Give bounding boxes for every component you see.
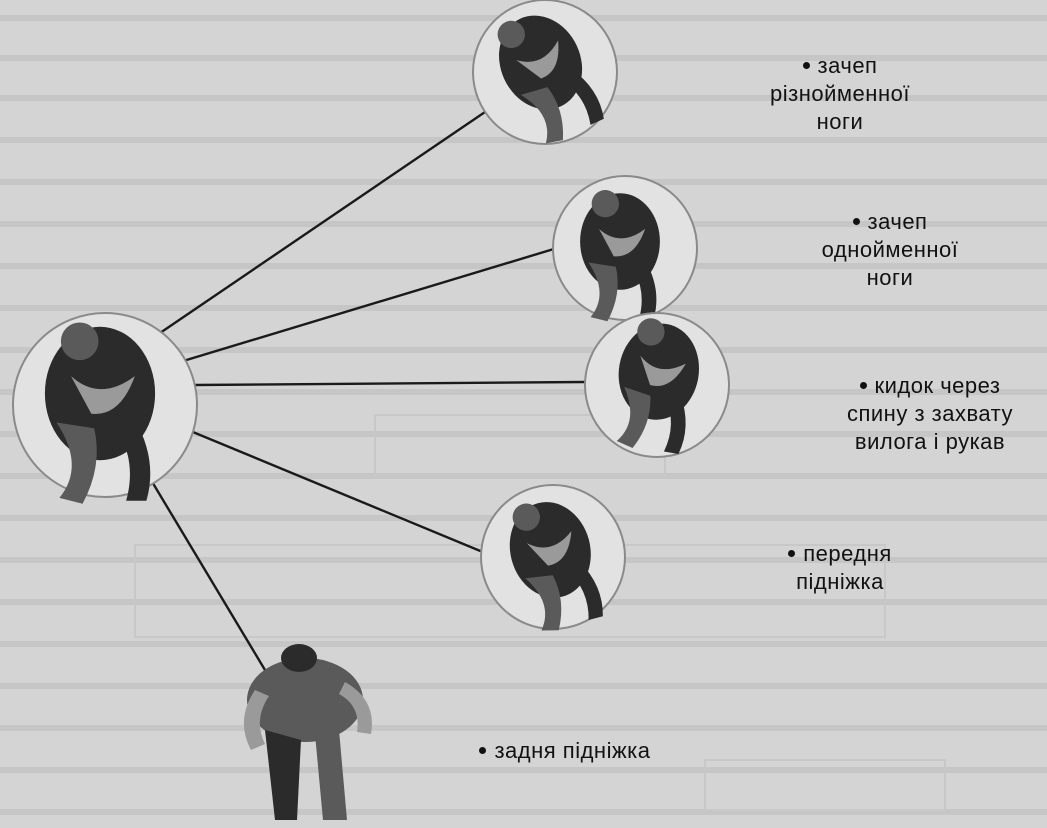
- bullet-icon: [803, 62, 810, 69]
- technique-label-4-text-1: передня: [803, 541, 892, 566]
- technique-label-2: зачеп однойменної ноги: [790, 208, 990, 292]
- technique-node-3: [585, 313, 729, 457]
- technique-label-5-text-1: задня підніжка: [494, 738, 650, 763]
- technique-label-5: задня підніжка: [440, 737, 690, 765]
- bullet-icon: [860, 382, 867, 389]
- technique-label-3-text-1: кидок через: [875, 373, 1001, 398]
- connector-to-technique-3: [195, 382, 585, 385]
- technique-label-2-text-3: ноги: [790, 264, 990, 292]
- technique-node-2: [553, 176, 697, 321]
- technique-label-2-text-2: однойменної: [790, 236, 990, 264]
- bullet-icon: [853, 218, 860, 225]
- technique-label-1-text-1: зачеп: [818, 53, 878, 78]
- technique-label-3: кидок через спину з захвату вилога і рук…: [815, 372, 1045, 456]
- connector-to-technique-4: [188, 430, 490, 555]
- technique-label-4: передня підніжка: [750, 540, 930, 596]
- technique-label-1-text-3: ноги: [740, 108, 940, 136]
- connector-to-technique-5: [145, 470, 265, 670]
- technique-label-2-line-1: зачеп: [790, 208, 990, 236]
- technique-label-1-line-1: зачеп: [740, 52, 940, 80]
- technique-label-1-text-2: різнойменної: [740, 80, 940, 108]
- technique-node-1: [473, 0, 617, 152]
- technique-label-3-text-3: вилога і рукав: [815, 428, 1045, 456]
- technique-label-4-line-1: передня: [750, 540, 930, 568]
- technique-label-3-text-2: спину з захвату: [815, 400, 1045, 428]
- technique-label-3-line-1: кидок через: [815, 372, 1045, 400]
- technique-label-5-line-1: задня підніжка: [440, 737, 690, 765]
- bullet-icon: [788, 550, 795, 557]
- bullet-icon: [479, 747, 486, 754]
- judoka-standing-icon: [244, 644, 372, 820]
- technique-label-2-text-1: зачеп: [868, 209, 928, 234]
- technique-node-4: [481, 485, 625, 637]
- technique-label-1: зачеп різнойменної ноги: [740, 52, 940, 136]
- technique-node-5: [244, 644, 372, 820]
- center-node: [13, 313, 197, 504]
- connector-to-technique-1: [135, 95, 510, 350]
- technique-label-4-text-2: підніжка: [750, 568, 930, 596]
- connector-to-technique-2: [160, 245, 567, 368]
